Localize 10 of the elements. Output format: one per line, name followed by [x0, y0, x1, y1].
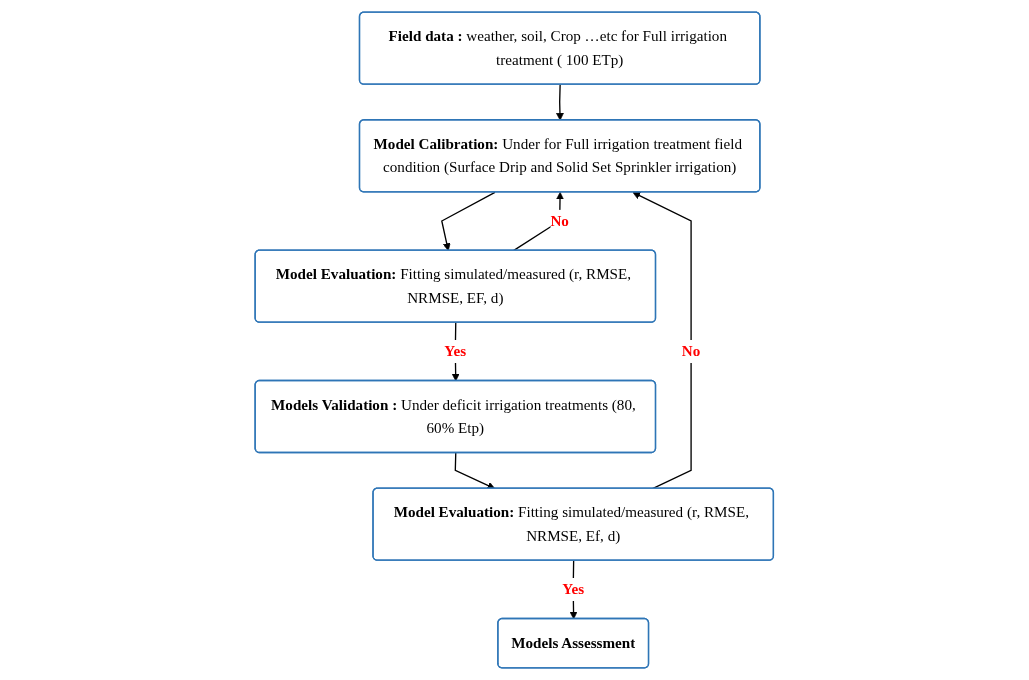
arrow [569, 560, 578, 620]
edge-label: Yes [562, 580, 585, 598]
edge-label: No [550, 212, 570, 230]
arrow [454, 452, 496, 490]
arrow [556, 84, 565, 121]
arrow [441, 191, 496, 251]
edge-label: No [682, 342, 701, 360]
arrow [451, 322, 460, 382]
arrow [632, 191, 692, 490]
edge-label: Yes [444, 342, 467, 360]
